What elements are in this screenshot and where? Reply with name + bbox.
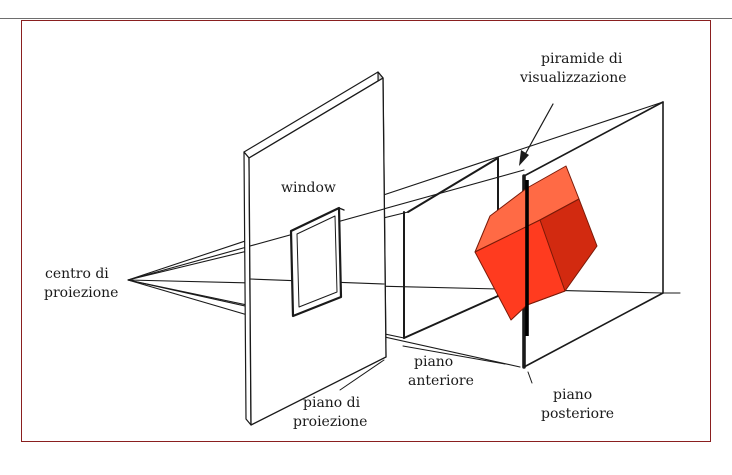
label-centro-line2: proiezione — [44, 285, 118, 301]
label-centro-line1: centro di — [45, 266, 109, 282]
label-piano-anteriore-line1: piano — [414, 354, 453, 370]
pyramid-arrow — [519, 103, 554, 166]
label-piano-posteriore-line1: piano — [553, 387, 592, 403]
label-window: window — [281, 180, 336, 196]
window-rectangle — [289, 206, 345, 318]
label-piano-anteriore-line2: anteriore — [408, 373, 474, 389]
projection-plane — [243, 71, 387, 426]
label-piano-proiezione-line2: proiezione — [293, 414, 367, 430]
diagram-labels: piramide di visualizzazione window centr… — [44, 51, 627, 430]
label-piano-posteriore-line2: posteriore — [541, 406, 614, 422]
label-piano-proiezione-line1: piano di — [303, 395, 361, 411]
cube-front-face — [474, 219, 566, 321]
leader-lines — [339, 345, 533, 391]
label-piramide-line2: visualizzazione — [519, 70, 627, 86]
cube-object — [474, 165, 598, 336]
top-rule — [0, 18, 732, 19]
label-piramide-line1: piramide di — [541, 51, 623, 67]
